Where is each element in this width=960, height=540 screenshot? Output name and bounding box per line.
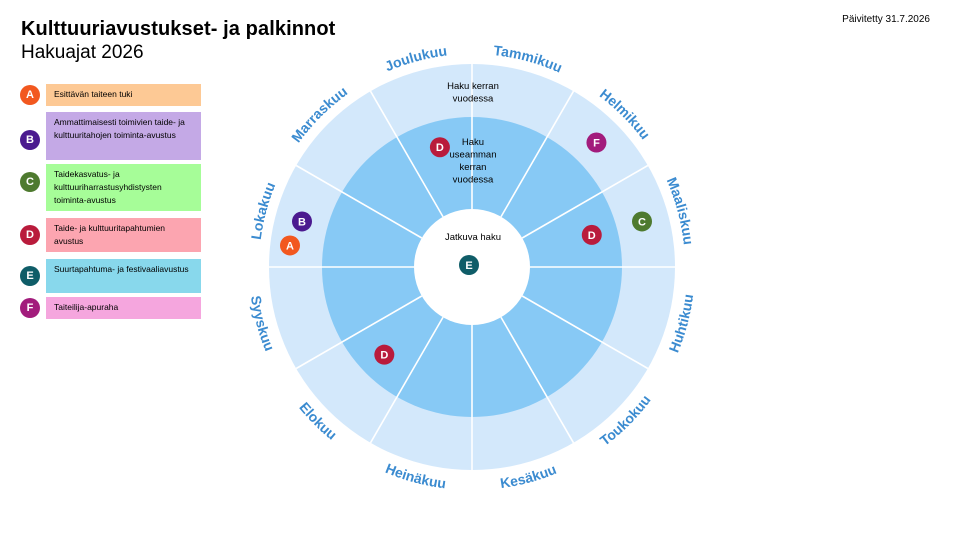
marker-letter: C bbox=[638, 216, 646, 228]
month-divider bbox=[369, 90, 444, 218]
legend-badge-e: E bbox=[20, 266, 40, 286]
marker-d bbox=[581, 224, 602, 245]
legend-label-b: Ammattimaisesti toimivien taide- ja kult… bbox=[46, 112, 201, 160]
legend-badge-a: A bbox=[20, 85, 40, 105]
month-divider bbox=[521, 295, 649, 370]
page-title: Kulttuuriavustukset- ja palkinnot bbox=[21, 18, 336, 40]
marker-d bbox=[429, 137, 450, 158]
marker-letter: E bbox=[465, 260, 472, 272]
month-divider bbox=[295, 164, 423, 239]
marker-a bbox=[279, 235, 300, 256]
month-divider bbox=[521, 164, 649, 239]
legend-label-a: Esittävän taiteen tuki bbox=[46, 84, 201, 106]
month-divider bbox=[500, 90, 575, 218]
marker-letter: D bbox=[380, 350, 388, 362]
legend-badge-f: F bbox=[20, 298, 40, 318]
legend-label-c: Taidekasvatus- ja kulttuuriharrastusyhdi… bbox=[46, 164, 201, 211]
marker-letter: B bbox=[298, 216, 306, 228]
marker-letter: D bbox=[588, 230, 596, 242]
legend-badge-c: C bbox=[20, 172, 40, 192]
legend-badge-b: B bbox=[20, 130, 40, 150]
marker-e bbox=[459, 255, 479, 275]
legend-label-e: Suurtapahtuma- ja festivaaliavustus bbox=[46, 259, 201, 293]
legend-badge-d: D bbox=[20, 225, 40, 245]
updated-date: Päivitetty 31.7.2026 bbox=[842, 14, 930, 25]
marker-b bbox=[291, 211, 312, 232]
month-divider bbox=[295, 295, 423, 370]
month-divider bbox=[369, 316, 444, 444]
marker-c bbox=[632, 211, 653, 232]
page-subtitle: Hakuajat 2026 bbox=[21, 42, 144, 63]
month-divider bbox=[500, 316, 575, 444]
marker-d bbox=[374, 344, 395, 365]
marker-letter: D bbox=[436, 142, 444, 154]
marker-letter: A bbox=[286, 240, 294, 252]
marker-f bbox=[586, 132, 607, 153]
legend-label-d: Taide- ja kulttuuritapahtumien avustus bbox=[46, 218, 201, 252]
center-label: Jatkuva haku bbox=[445, 232, 501, 243]
marker-letter: F bbox=[593, 138, 600, 150]
legend-label-f: Taiteilija-apuraha bbox=[46, 297, 201, 319]
